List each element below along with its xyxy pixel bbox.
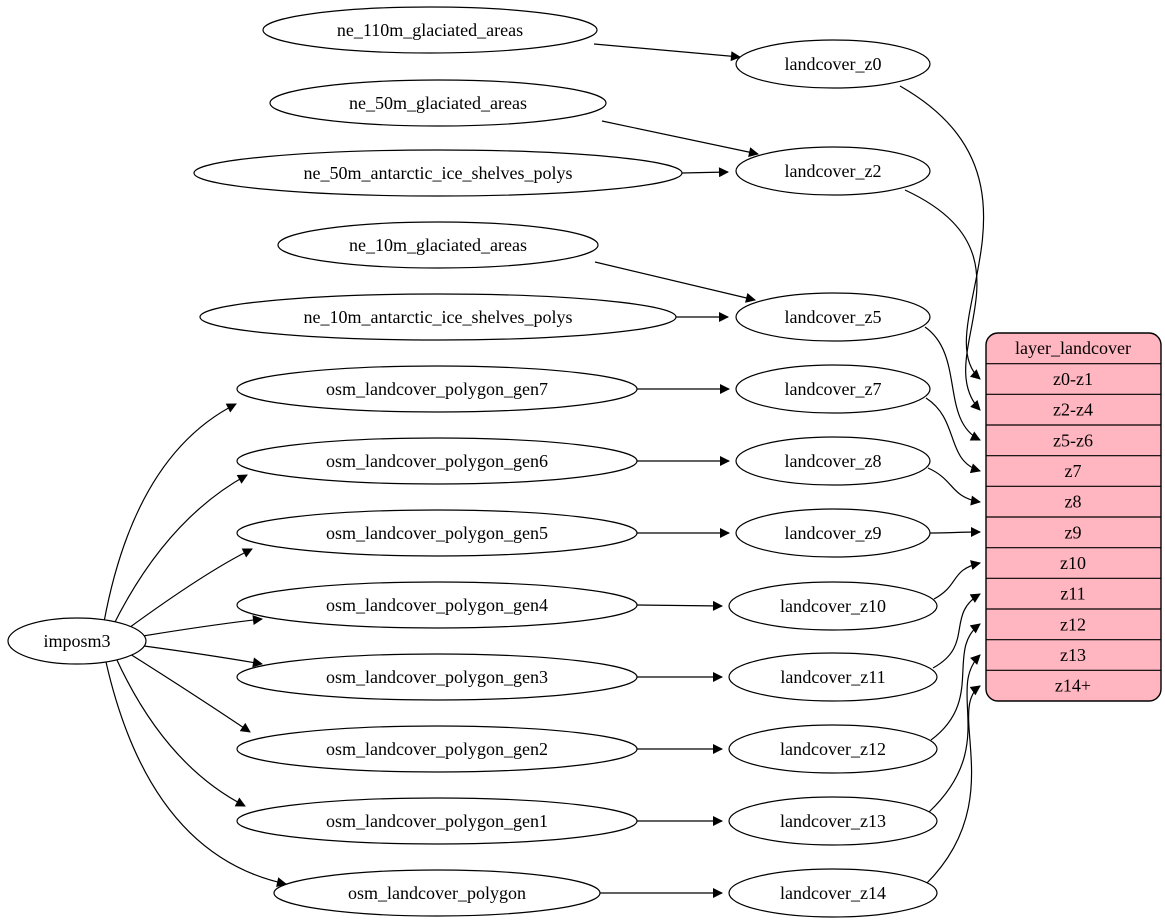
edge-z2-to-row-z2-z4 <box>904 189 981 411</box>
table-row-z13: z13 <box>1060 645 1086 665</box>
node-osm-landcover-polygon-gen5: osm_landcover_polygon_gen5 <box>236 509 638 557</box>
svg-text:ne_50m_antarctic_ice_shelves_p: ne_50m_antarctic_ice_shelves_polys <box>304 163 573 183</box>
node-osm-landcover-polygon-gen7: osm_landcover_polygon_gen7 <box>236 365 638 413</box>
svg-text:osm_landcover_polygon_gen2: osm_landcover_polygon_gen2 <box>326 739 548 759</box>
node-landcover-z5: landcover_z5 <box>735 292 931 342</box>
svg-text:landcover_z11: landcover_z11 <box>780 667 885 687</box>
table-row-z8: z8 <box>1065 492 1082 512</box>
table-row-z7: z7 <box>1065 461 1082 481</box>
edge-imposm3-to-gen7 <box>103 403 237 623</box>
node-ne-110m-glaciated-areas: ne_110m_glaciated_areas <box>262 6 598 54</box>
node-ne-50m-glaciated-areas: ne_50m_glaciated_areas <box>269 79 607 127</box>
node-landcover-z9: landcover_z9 <box>735 508 931 558</box>
imposm3-ellipse <box>7 617 147 665</box>
svg-text:osm_landcover_polygon_gen3: osm_landcover_polygon_gen3 <box>326 667 548 687</box>
svg-text:osm_landcover_polygon_gen4: osm_landcover_polygon_gen4 <box>326 595 548 615</box>
node-ne-10m-antarctic-ice-shelves-polys: ne_10m_antarctic_ice_shelves_polys <box>199 293 677 341</box>
node-osm-landcover-polygon-gen1: osm_landcover_polygon_gen1 <box>236 797 638 845</box>
svg-text:osm_landcover_polygon_gen7: osm_landcover_polygon_gen7 <box>326 379 548 399</box>
svg-text:landcover_z12: landcover_z12 <box>780 739 886 759</box>
node-osm-landcover-polygon-gen2: osm_landcover_polygon_gen2 <box>236 725 638 773</box>
node-landcover-z11: landcover_z11 <box>728 652 938 702</box>
edge-imposm3-to-gen1 <box>115 657 246 807</box>
edges-imposm3-to-osm <box>103 403 287 888</box>
edge-ne-110m-to-landcover-z0 <box>593 43 741 62</box>
node-landcover-z2: landcover_z2 <box>735 146 931 196</box>
edge-z14-to-row-z14plus <box>925 685 981 885</box>
node-imposm3: imposm3 <box>7 617 147 665</box>
edge-z12-to-row-z12 <box>930 623 981 741</box>
table-row-z11: z11 <box>1060 584 1085 604</box>
node-landcover-z7: landcover_z7 <box>735 364 931 414</box>
svg-text:ne_110m_glaciated_areas: ne_110m_glaciated_areas <box>337 20 523 40</box>
node-landcover-z10: landcover_z10 <box>728 581 938 631</box>
edge-z0-to-row-z0-z1 <box>899 85 985 380</box>
edge-ne-50m-antarctic-to-landcover-z2 <box>681 167 729 178</box>
edge-z9-to-row-z9 <box>929 527 981 538</box>
node-landcover-z13: landcover_z13 <box>728 796 938 846</box>
svg-text:osm_landcover_polygon_gen1: osm_landcover_polygon_gen1 <box>326 811 548 831</box>
svg-text:ne_10m_glaciated_areas: ne_10m_glaciated_areas <box>349 235 527 255</box>
edges-source-to-landcover <box>593 43 759 898</box>
edge-imposm3-to-gen5 <box>121 548 253 634</box>
svg-text:landcover_z10: landcover_z10 <box>780 596 886 616</box>
table-row-z0-z1: z0-z1 <box>1053 369 1093 389</box>
edge-ne-50m-glaciated-to-landcover-z2 <box>601 120 759 158</box>
edge-z11-to-row-z11 <box>932 593 981 669</box>
edge-z5-to-row-z5-z6 <box>924 326 981 441</box>
svg-text:landcover_z8: landcover_z8 <box>785 451 882 471</box>
node-ne-50m-antarctic-ice-shelves-polys: ne_50m_antarctic_ice_shelves_polys <box>193 149 683 197</box>
edge-imposm3-to-gen4 <box>142 615 263 637</box>
svg-text:osm_landcover_polygon_gen5: osm_landcover_polygon_gen5 <box>326 523 548 543</box>
node-landcover-z0: landcover_z0 <box>735 39 931 89</box>
svg-text:osm_landcover_polygon: osm_landcover_polygon <box>348 883 526 903</box>
table-row-z5-z6: z5-z6 <box>1053 430 1093 450</box>
node-osm-landcover-polygon-gen3: osm_landcover_polygon_gen3 <box>236 653 638 701</box>
edge-z7-to-row-z7 <box>925 397 981 474</box>
edge-imposm3-to-gen6 <box>111 474 248 629</box>
imposm3-label: imposm3 <box>43 631 110 651</box>
svg-text:landcover_z7: landcover_z7 <box>785 379 882 399</box>
edge-z8-to-row-z8 <box>927 467 981 506</box>
svg-text:osm_landcover_polygon_gen6: osm_landcover_polygon_gen6 <box>326 451 548 471</box>
table-row-z14plus: z14+ <box>1055 676 1091 696</box>
svg-text:landcover_z2: landcover_z2 <box>785 161 882 181</box>
svg-text:landcover_z13: landcover_z13 <box>780 811 886 831</box>
table-row-z2-z4: z2-z4 <box>1053 400 1093 420</box>
table-row-z12: z12 <box>1060 614 1086 634</box>
node-osm-landcover-polygon: osm_landcover_polygon <box>273 869 601 917</box>
svg-text:landcover_z9: landcover_z9 <box>785 523 882 543</box>
table-layer-landcover: layer_landcover z0-z1 z2-z4 z5-z6 z7 z8 … <box>985 332 1162 702</box>
edge-z13-to-row-z13 <box>928 654 981 813</box>
edges-landcover-to-table <box>899 85 985 885</box>
svg-text:landcover_z14: landcover_z14 <box>780 883 886 903</box>
edge-gen4-to-landcover-z10 <box>636 600 723 611</box>
node-osm-landcover-polygon-gen4: osm_landcover_polygon_gen4 <box>236 581 638 629</box>
node-landcover-z12: landcover_z12 <box>728 724 938 774</box>
table-row-z9: z9 <box>1065 522 1082 542</box>
edge-ne-10m-glaciated-to-landcover-z5 <box>594 261 756 303</box>
svg-text:landcover_z0: landcover_z0 <box>785 54 882 74</box>
edge-imposm3-to-gen2 <box>129 653 251 733</box>
table-row-z10: z10 <box>1060 553 1086 573</box>
table-header: layer_landcover <box>1015 338 1131 358</box>
node-ne-10m-glaciated-areas: ne_10m_glaciated_areas <box>277 221 599 269</box>
svg-text:ne_50m_glaciated_areas: ne_50m_glaciated_areas <box>349 93 527 113</box>
edge-z10-to-row-z10 <box>933 560 981 600</box>
edge-imposm3-to-gen3 <box>143 645 263 668</box>
node-landcover-z8: landcover_z8 <box>735 436 931 486</box>
edge-imposm3-to-polygon <box>105 661 287 888</box>
svg-text:ne_10m_antarctic_ice_shelves_p: ne_10m_antarctic_ice_shelves_polys <box>304 307 573 327</box>
svg-text:landcover_z5: landcover_z5 <box>785 307 882 327</box>
node-osm-landcover-polygon-gen6: osm_landcover_polygon_gen6 <box>236 437 638 485</box>
node-landcover-z14: landcover_z14 <box>728 868 938 918</box>
